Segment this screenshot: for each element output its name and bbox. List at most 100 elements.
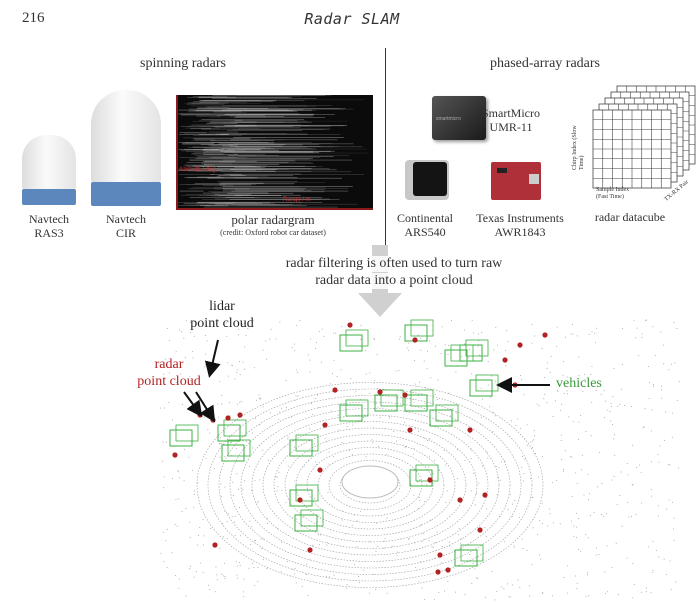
- lidar-point: [374, 380, 376, 382]
- lidar-point: [414, 428, 416, 430]
- lidar-point: [251, 489, 253, 491]
- lidar-point: [424, 402, 426, 404]
- lidar-point: [259, 398, 261, 400]
- lidar-point: [594, 342, 596, 344]
- lidar-point: [544, 393, 546, 395]
- vehicles-label: vehicles: [556, 376, 602, 391]
- lidar-point: [494, 415, 496, 417]
- lidar-point: [221, 395, 223, 397]
- lidar-point: [631, 515, 633, 517]
- lidar-point: [330, 383, 332, 385]
- lidar-point: [308, 460, 310, 462]
- lidar-point: [423, 539, 425, 541]
- lidar-point: [546, 362, 548, 364]
- lidar-point: [185, 507, 187, 509]
- lidar-point: [519, 586, 521, 588]
- lidar-point: [319, 517, 321, 519]
- lidar-point: [242, 440, 244, 442]
- lidar-point: [419, 525, 421, 527]
- lidar-point: [183, 480, 185, 482]
- lidar-point: [477, 333, 479, 335]
- lidar-point: [507, 340, 509, 342]
- lidar-point: [318, 544, 320, 546]
- lidar-point: [438, 470, 440, 472]
- lidar-point: [432, 473, 434, 475]
- lidar-point: [181, 511, 183, 513]
- lidar-point: [295, 324, 297, 326]
- lidar-point: [321, 361, 323, 363]
- lidar-point: [420, 349, 422, 351]
- lidar-point: [598, 553, 600, 555]
- lidar-point: [374, 339, 376, 341]
- lidar-point: [640, 591, 642, 593]
- lidar-point: [531, 497, 533, 499]
- lidar-point: [531, 564, 533, 566]
- continental-label-2: ARS540: [404, 225, 446, 239]
- lidar-point: [507, 509, 509, 511]
- lidar-point: [407, 349, 409, 351]
- lidar-point: [377, 546, 379, 548]
- lidar-point: [235, 447, 237, 449]
- lidar-point: [164, 358, 166, 360]
- lidar-point: [356, 520, 358, 522]
- lidar-point: [338, 429, 340, 431]
- lidar-point: [605, 513, 607, 515]
- lidar-point: [513, 547, 515, 549]
- lidar-point: [375, 588, 377, 590]
- lidar-point: [635, 337, 637, 339]
- lidar-point: [450, 320, 452, 322]
- lidar-point: [168, 339, 170, 341]
- lidar-point: [406, 445, 408, 447]
- radar-point: [322, 422, 328, 428]
- lidar-point: [652, 569, 654, 571]
- lidar-point: [547, 525, 549, 527]
- lidar-point: [529, 595, 531, 597]
- lidar-point: [222, 522, 224, 524]
- lidar-point: [232, 481, 234, 483]
- lidar-point: [560, 403, 562, 405]
- lidar-point: [499, 479, 501, 481]
- radar-point: [502, 357, 508, 363]
- lidar-point: [469, 349, 471, 351]
- continental-ars540-image: [405, 160, 449, 200]
- lidar-point: [252, 447, 254, 449]
- vehicle-bounding-box: [289, 484, 319, 507]
- lidar-point: [240, 535, 242, 537]
- lidar-point: [399, 336, 401, 338]
- lidar-point: [573, 525, 575, 527]
- lidar-point: [645, 319, 647, 321]
- lidar-point: [244, 346, 246, 348]
- phased-array-title: phased-array radars: [490, 56, 600, 71]
- lidar-point: [365, 350, 367, 352]
- lidar-point: [421, 524, 423, 526]
- lidar-point: [652, 385, 654, 387]
- lidar-point: [541, 591, 543, 593]
- lidar-point: [470, 449, 472, 451]
- lidar-point: [440, 352, 442, 354]
- running-title: Radar SLAM: [304, 10, 400, 28]
- lidar-point: [678, 467, 680, 469]
- lidar-point: [474, 504, 476, 506]
- lidar-point: [163, 476, 165, 478]
- lidar-point: [346, 425, 348, 427]
- lidar-point: [413, 453, 415, 455]
- lidar-point: [195, 571, 197, 573]
- lidar-point: [303, 465, 305, 467]
- lidar-point: [588, 595, 590, 597]
- lidar-point: [670, 363, 672, 365]
- radar-point: [402, 392, 408, 398]
- lidar-point: [227, 513, 229, 515]
- lidar-point: [184, 448, 186, 450]
- lidar-point: [624, 405, 626, 407]
- lidar-point: [295, 369, 297, 371]
- lidar-point: [493, 349, 495, 351]
- lidar-point: [208, 584, 210, 586]
- lidar-point: [434, 345, 436, 347]
- lidar-point: [647, 546, 649, 548]
- lidar-point: [179, 373, 181, 375]
- radar-point: [237, 412, 243, 418]
- lidar-point: [632, 562, 634, 564]
- lidar-point: [333, 456, 335, 458]
- lidar-point: [548, 508, 550, 510]
- lidar-point: [591, 402, 593, 404]
